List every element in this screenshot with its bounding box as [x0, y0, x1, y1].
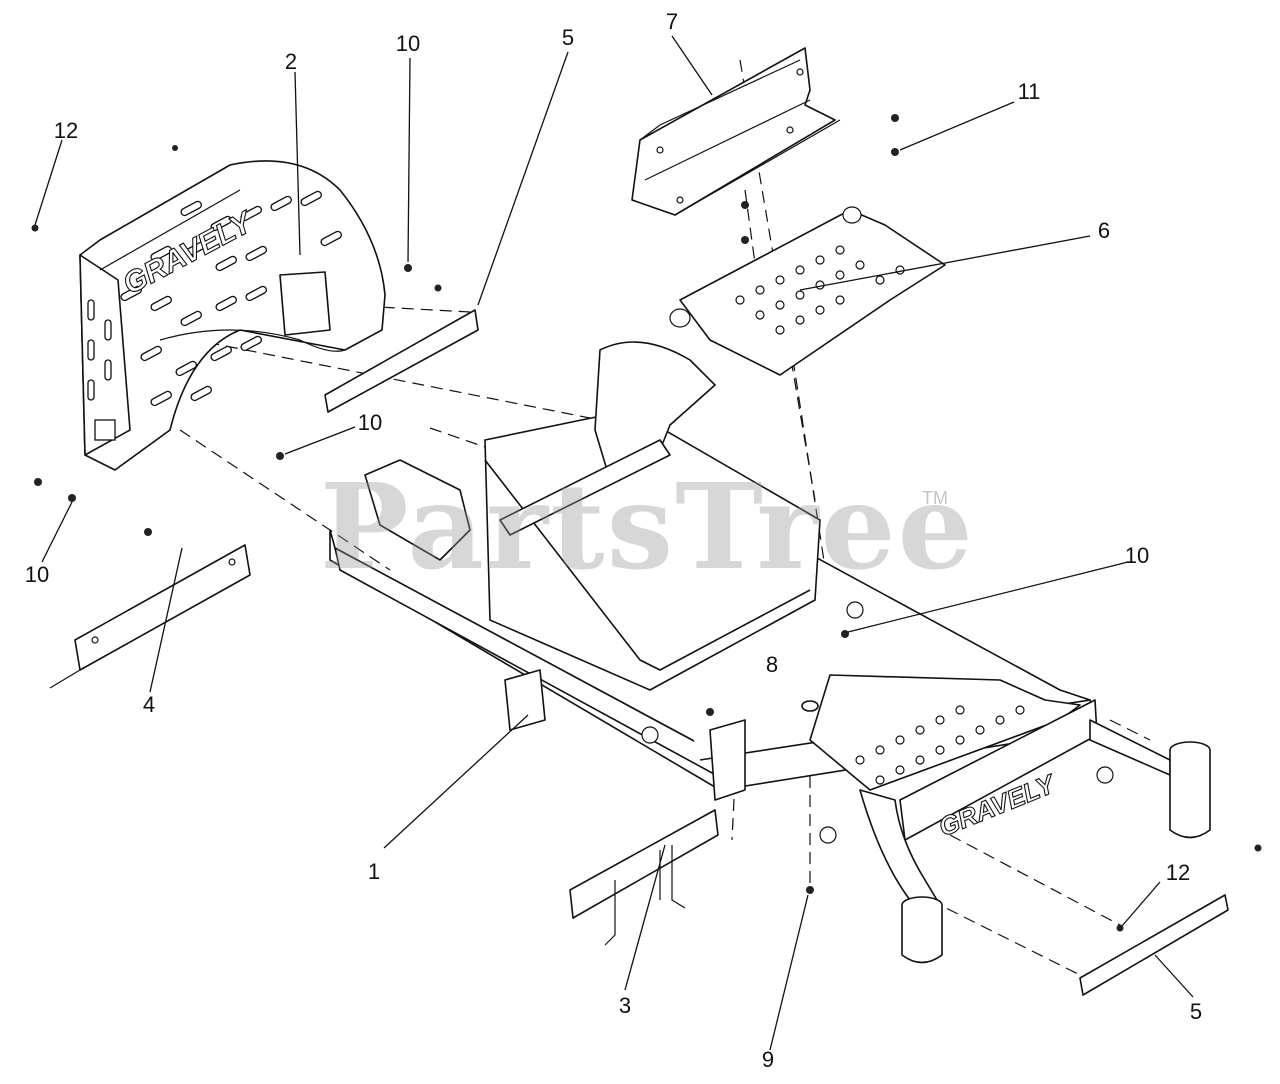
floor-plate-holes	[735, 245, 905, 335]
callout-6: 6	[1097, 218, 1111, 243]
callout-3: 3	[618, 993, 632, 1018]
hardware	[31, 114, 1262, 932]
bracket-part-3	[569, 809, 719, 946]
callout-11: 11	[1017, 79, 1041, 104]
callout-10-left: 10	[24, 562, 50, 587]
watermark-trademark: TM	[922, 488, 948, 508]
callout-9: 9	[761, 1047, 775, 1072]
rear-shield-part-2: GRAVELY	[79, 160, 386, 471]
callout-8: 8	[765, 652, 779, 677]
callout-5-top: 5	[561, 25, 575, 50]
callout-1: 1	[367, 859, 381, 884]
callout-10-top: 10	[395, 31, 421, 56]
callout-12-bottom: 12	[1165, 860, 1191, 885]
strip-part-4	[49, 544, 251, 689]
callout-4: 4	[142, 692, 156, 717]
callout-10-mid: 10	[357, 410, 383, 435]
leader-lines	[34, 35, 1194, 1051]
callout-10-right: 10	[1124, 543, 1150, 568]
shield-slots	[87, 190, 343, 441]
front-casters	[901, 741, 1211, 964]
main-frame-part-1: GRAVELY	[329, 341, 1211, 964]
callout-12-top: 12	[53, 118, 79, 143]
deck-holes	[855, 705, 1025, 785]
callout-2: 2	[284, 49, 298, 74]
assembly-dashed-lines	[169, 59, 1151, 976]
watermark-text: PartsTree	[320, 457, 975, 596]
strip-part-5-bottom	[1079, 894, 1229, 996]
strip-part-5-top	[324, 309, 479, 413]
callout-5-bottom: 5	[1189, 999, 1203, 1024]
callout-7: 7	[665, 9, 679, 34]
bracket-part-7	[631, 47, 841, 216]
floor-plate-part-6	[669, 206, 946, 376]
